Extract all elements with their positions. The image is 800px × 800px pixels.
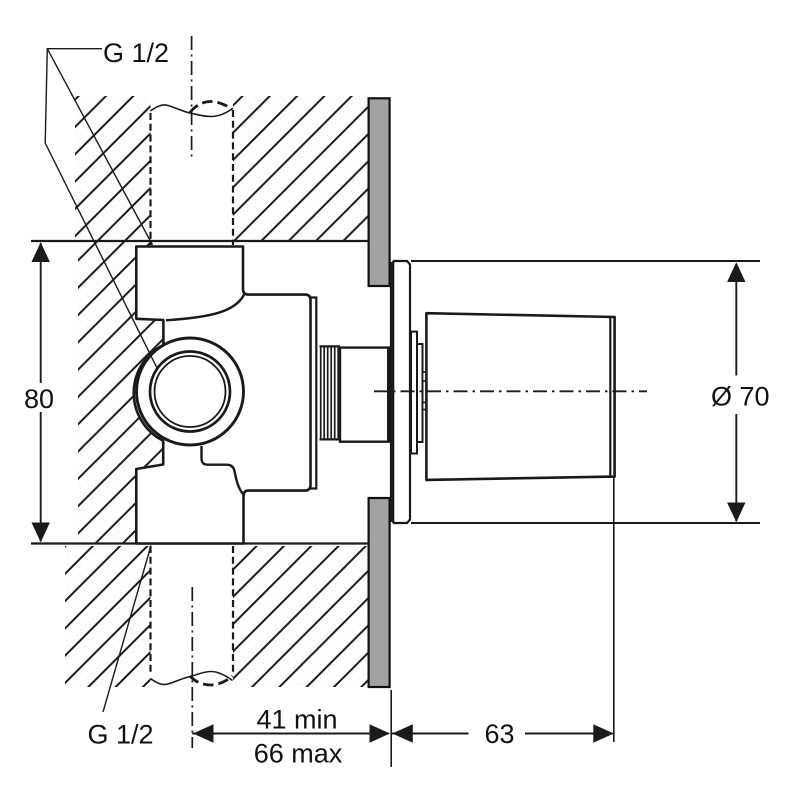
svg-text:41 min: 41 min: [257, 705, 338, 735]
svg-text:Ø 70: Ø 70: [711, 382, 770, 412]
svg-text:G 1/2: G 1/2: [88, 720, 154, 750]
svg-text:63: 63: [485, 719, 515, 749]
svg-text:G 1/2: G 1/2: [103, 38, 169, 68]
svg-text:66 max: 66 max: [254, 739, 343, 769]
svg-text:80: 80: [24, 384, 54, 414]
